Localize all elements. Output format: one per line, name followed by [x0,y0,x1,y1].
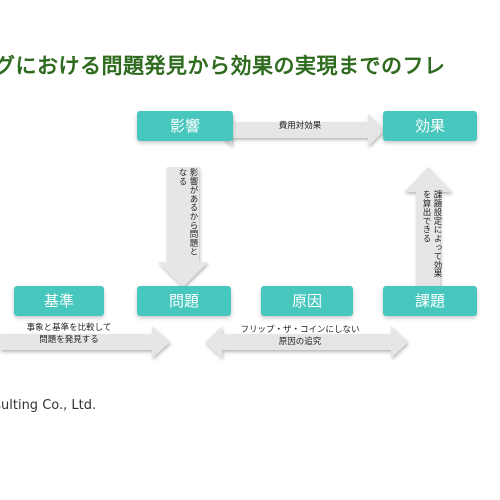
cause-pursuit-line1: フリップ・ザ・コインにしない [240,325,360,335]
node-effect: 効果 [383,111,477,141]
node-standard-label: 基準 [43,292,74,310]
node-issue: 課題 [383,286,477,316]
standard-compare-line2: 問題を発見する [39,335,99,345]
node-influence: 影響 [137,111,233,141]
node-problem: 問題 [137,286,231,316]
cause-pursuit-line2: 原因の追究 [278,337,322,347]
node-standard: 基準 [14,286,104,316]
node-cause-label: 原因 [291,292,322,310]
cost-effect-arrow [215,114,385,146]
cause-pursuit-label: フリップ・ザ・コインにしない 原因の追究 [225,324,375,348]
influence-to-problem-label: 影響があるから問題となる [177,168,198,256]
diagram-title: グにおける問題発見から効果の実現までのフレ [0,50,500,84]
node-influence-label: 影響 [169,117,200,135]
standard-compare-label: 事象と基準を比較して 問題を発見する [6,322,132,346]
cause-double-arrow [205,326,408,358]
cost-effect-label: 費用対効果 [278,121,322,131]
node-problem-label: 問題 [168,292,199,310]
company-footer-text: nsulting Co., Ltd. [0,398,97,413]
issue-up-arrow [404,167,452,287]
standard-compare-line1: 事象と基準を比較して [26,323,112,333]
issue-to-effect-label: 課題設定によって効果を算出できる [421,190,442,278]
standard-to-problem-arrow [0,326,170,358]
diagram-title-text: グにおける問題発見から効果の実現までのフレ [0,54,446,78]
node-effect-label: 効果 [414,117,445,135]
node-issue-label: 課題 [414,292,445,310]
node-cause: 原因 [261,286,353,316]
company-footer: nsulting Co., Ltd. [0,398,150,418]
influence-down-arrow [158,167,208,287]
